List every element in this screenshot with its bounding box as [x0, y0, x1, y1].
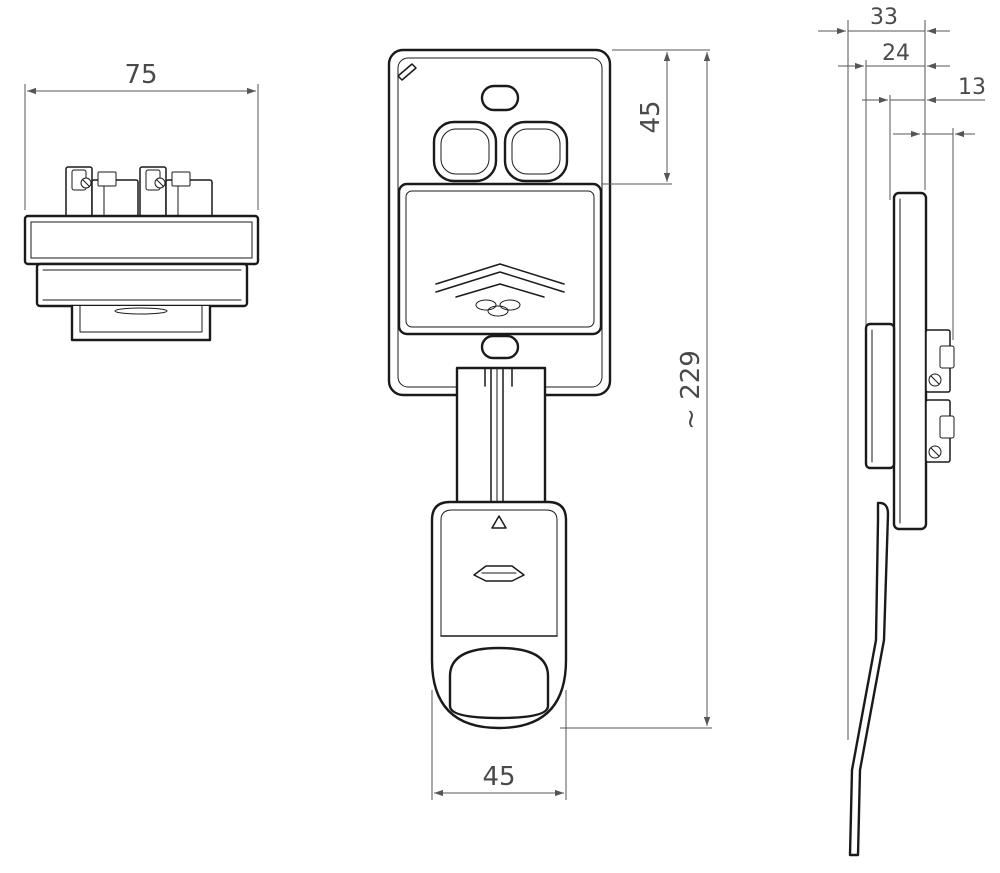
triangle-up-icon: [491, 515, 507, 529]
dimension-label-depth-mid: 24: [882, 41, 910, 66]
dimension-label-button-height: 45: [636, 100, 666, 133]
button-right: [503, 120, 569, 183]
label-panel: [397, 182, 603, 336]
base-plate: [23, 214, 260, 266]
side-button-bottom: [925, 399, 955, 463]
chevron-logo-icon: [435, 263, 565, 317]
oval-button-bottom: [480, 334, 520, 360]
key-holder-loop: [448, 646, 550, 720]
button-left: [432, 120, 498, 183]
dimension-label-depth-small: 13: [958, 75, 986, 100]
side-view: 33 24 13: [818, 5, 986, 857]
side-button-top: [925, 329, 955, 393]
top-view: 75: [23, 60, 260, 342]
brand-badge-icon: [473, 565, 525, 582]
terminal-block-left: [65, 166, 139, 218]
back-cover-profile: [864, 322, 896, 470]
strap-side-profile: [848, 501, 890, 857]
dimension-label-depth-total: 33: [870, 5, 898, 30]
belt-clip-top: [70, 304, 212, 342]
remote-side-profile: [892, 191, 928, 531]
terminal-block-right: [139, 166, 213, 218]
front-view: 45 ~ 229 45: [387, 48, 712, 800]
dimension-label-overall-length: ~ 229: [676, 350, 706, 430]
led-indicator: [397, 63, 417, 81]
oval-button-top: [480, 84, 520, 112]
dimension-label-holder-width: 45: [482, 762, 515, 792]
dimension-label-width: 75: [124, 60, 157, 90]
strap: [455, 366, 547, 507]
